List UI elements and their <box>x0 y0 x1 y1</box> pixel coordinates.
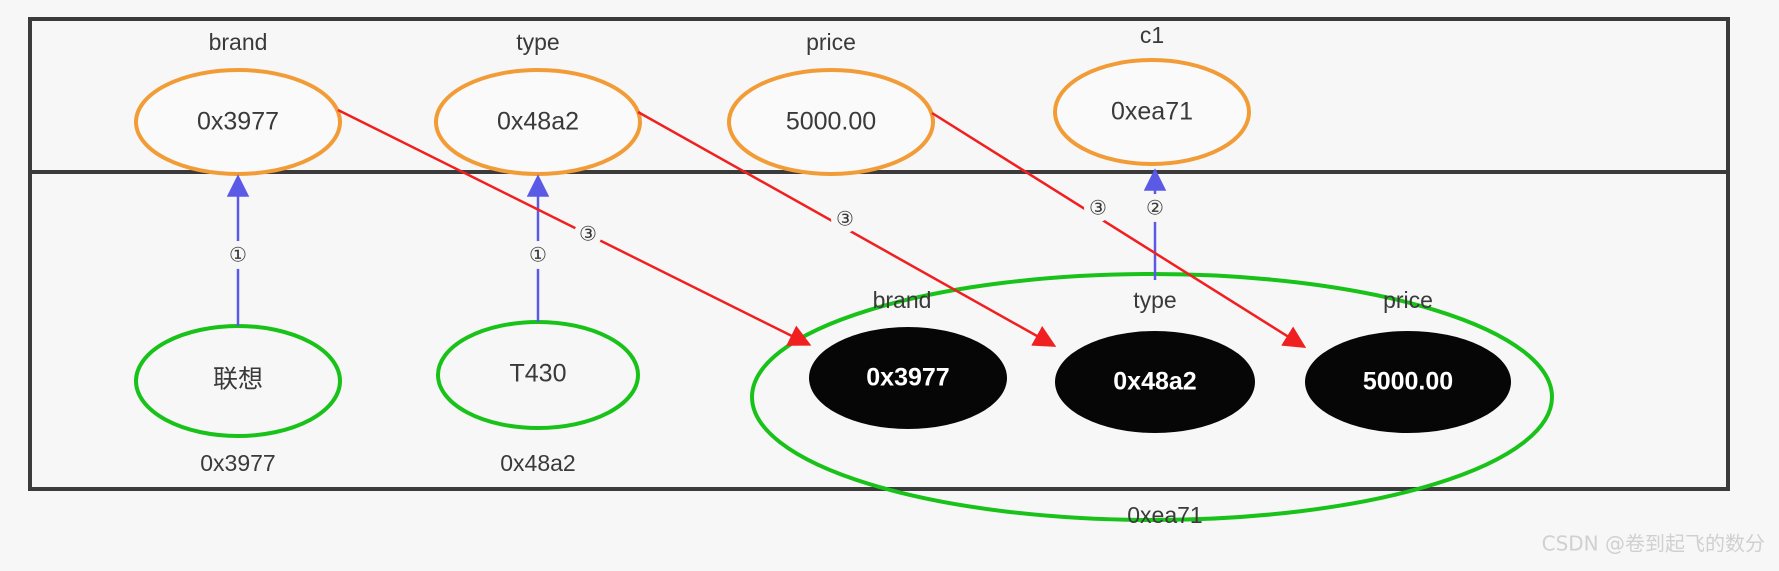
diagram-outer-frame <box>28 17 1730 491</box>
marker-3-mid-text: ③ <box>836 207 854 231</box>
heap-object-group-address: 0xea71 <box>1127 502 1202 528</box>
heap-object-group-ellipse <box>750 272 1554 522</box>
marker-3-right-text: ③ <box>1089 196 1107 220</box>
heap-field-type-value: 0x48a2 <box>1113 368 1196 396</box>
heap-field-price-label: price <box>1383 287 1433 313</box>
stack-node-type[interactable]: type 0x48a2 <box>434 29 642 176</box>
stack-node-type-ellipse <box>434 68 642 176</box>
stack-node-c1-ellipse <box>1053 58 1251 166</box>
stack-node-price[interactable]: price 5000.00 <box>727 29 935 176</box>
heap-field-type-ellipse <box>1055 331 1255 433</box>
stack-node-brand-label: brand <box>209 29 268 55</box>
heap-node-brand-text: 联想 <box>213 366 263 394</box>
heap-node-brand-value[interactable]: 联想 0x3977 <box>134 324 342 476</box>
stack-node-c1[interactable]: c1 0xea71 <box>1053 22 1251 166</box>
heap-node-type-address: 0x48a2 <box>500 450 575 476</box>
stack-node-price-value: 5000.00 <box>786 108 876 136</box>
marker-1-type-text: ① <box>529 243 547 267</box>
reference-arrow-brand-to-field <box>337 108 812 346</box>
stack-node-type-label: type <box>516 29 559 55</box>
heap-field-price-value: 5000.00 <box>1363 368 1453 396</box>
stack-node-c1-label: c1 <box>1140 22 1164 48</box>
stack-node-price-label: price <box>806 29 856 55</box>
heap-field-price-ellipse <box>1305 331 1511 433</box>
heap-field-type-label: type <box>1133 287 1176 313</box>
marker-1-type: ① <box>524 241 552 269</box>
marker-3-right: ③ <box>1084 194 1112 222</box>
heap-node-type-value[interactable]: T430 0x48a2 <box>436 320 640 476</box>
heap-field-brand-label: brand <box>873 287 932 313</box>
heap-field-brand-ellipse <box>809 327 1007 429</box>
stack-node-price-ellipse <box>727 68 935 176</box>
heap-field-brand[interactable]: brand 0x3977 <box>809 287 1007 429</box>
heap-field-price[interactable]: price 5000.00 <box>1305 287 1511 433</box>
heap-field-brand-value: 0x3977 <box>866 364 949 392</box>
marker-2-c1-text: ② <box>1146 196 1164 220</box>
marker-1-brand: ① <box>224 241 252 269</box>
marker-3-near-type-text: ③ <box>579 222 597 246</box>
stack-node-type-value: 0x48a2 <box>497 108 579 136</box>
stack-node-brand[interactable]: brand 0x3977 <box>134 29 342 176</box>
marker-3-near-type: ③ <box>574 220 602 248</box>
marker-1-brand-text: ① <box>229 243 247 267</box>
marker-3-mid: ③ <box>831 205 859 233</box>
heap-node-type-text: T430 <box>510 360 567 388</box>
heap-node-brand-address: 0x3977 <box>200 450 275 476</box>
stack-node-brand-value: 0x3977 <box>197 108 279 136</box>
marker-2-c1: ② <box>1141 194 1169 222</box>
stack-node-brand-ellipse <box>134 68 342 176</box>
reference-arrow-price-to-field <box>931 111 1307 348</box>
heap-field-type[interactable]: type 0x48a2 <box>1055 287 1255 433</box>
stack-node-c1-value: 0xea71 <box>1111 98 1193 126</box>
heap-object-group[interactable]: brand 0x3977 type 0x48a2 price 5000.00 0… <box>750 272 1554 528</box>
csdn-watermark: CSDN @卷到起飞的数分 <box>1542 532 1765 556</box>
